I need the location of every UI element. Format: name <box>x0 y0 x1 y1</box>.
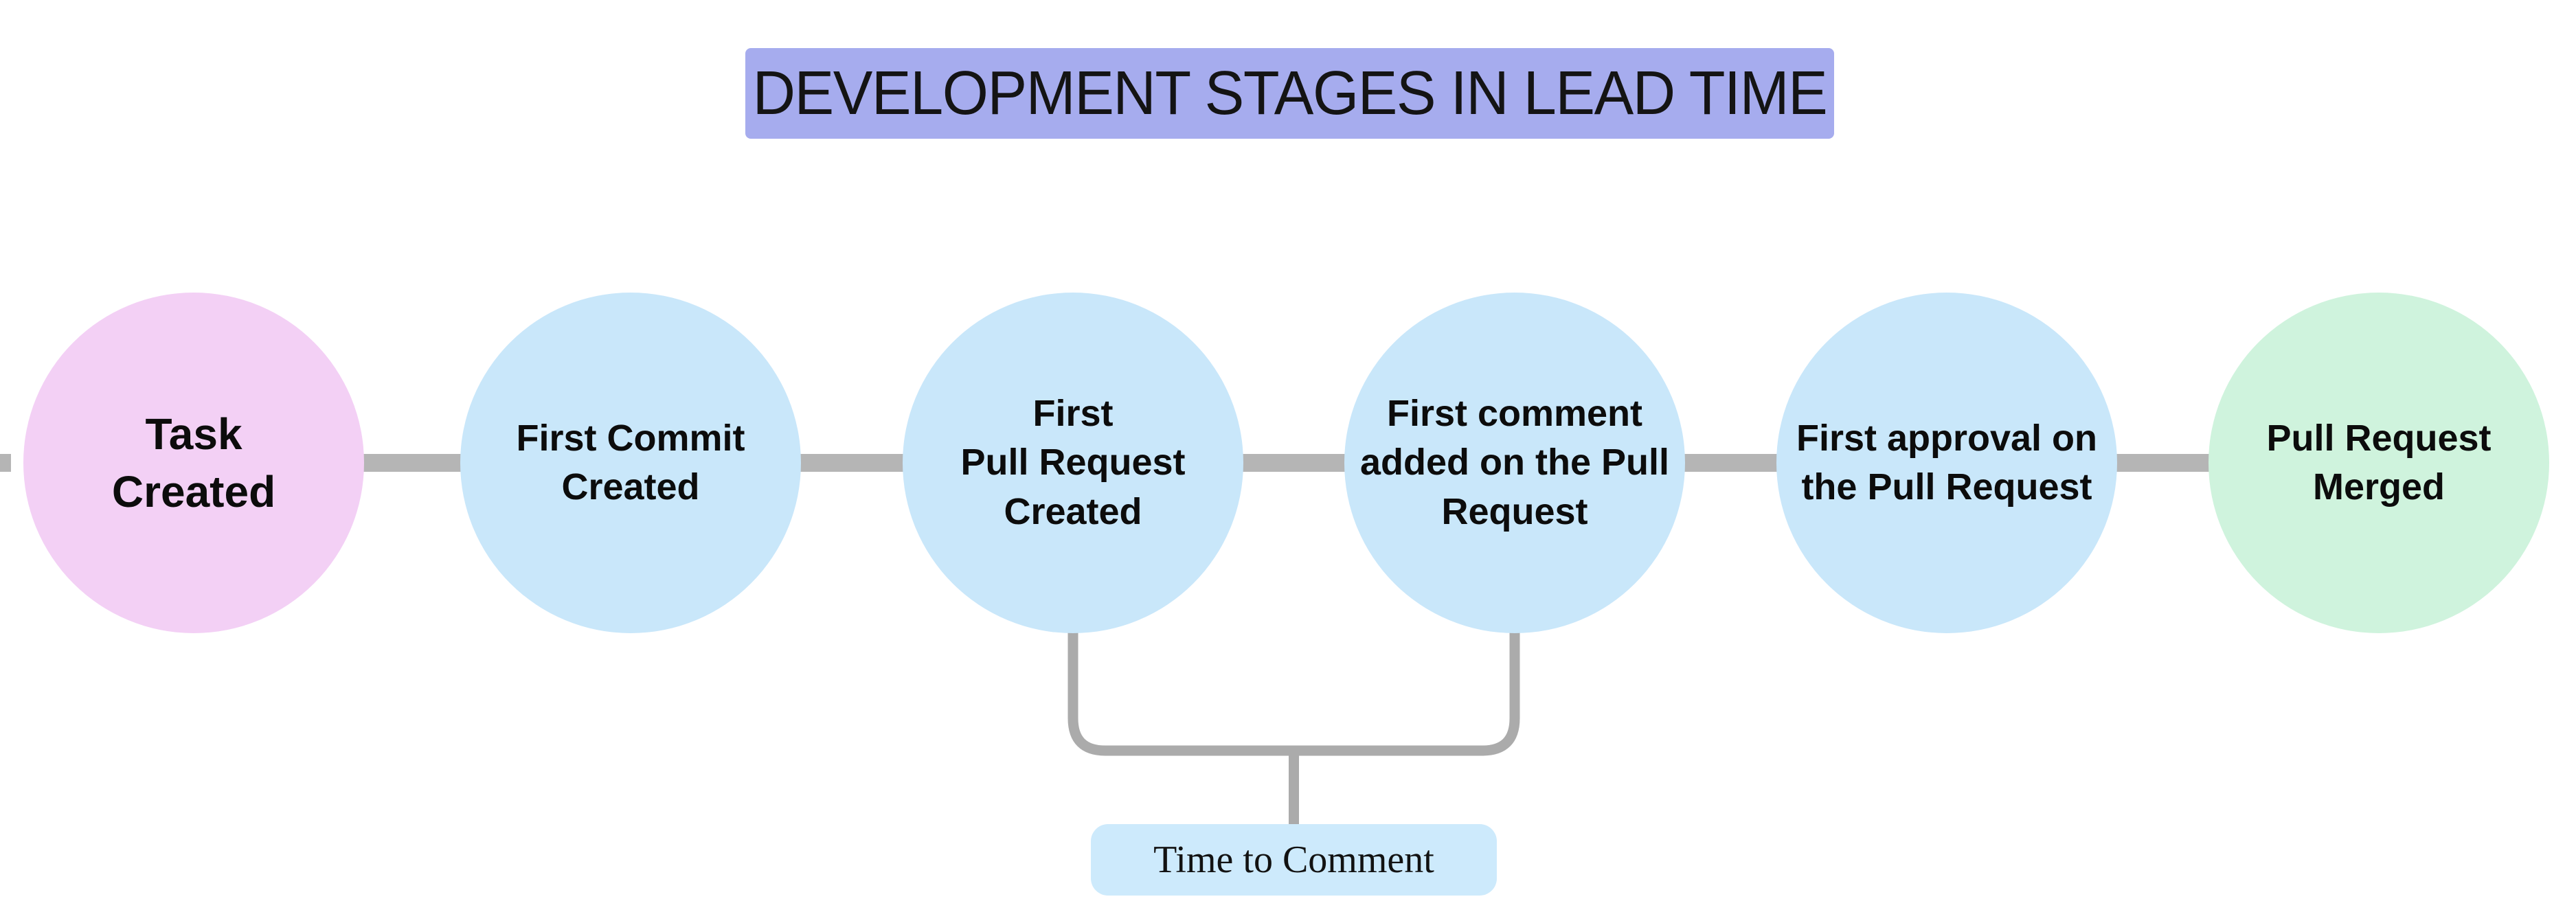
stage-circle-task-created: Task Created <box>23 293 364 633</box>
time-to-comment-label: Time to Comment <box>1153 839 1434 881</box>
stage-label: First comment added on the Pull Request <box>1359 393 1669 532</box>
stage-circle-pull-request-merged: Pull Request Merged <box>2208 293 2549 633</box>
stage-circle-first-pull-request-created: First Pull Request Created <box>903 293 1243 633</box>
time-to-comment-label-box: Time to Comment <box>1091 824 1497 896</box>
diagram-title: DEVELOPMENT STAGES IN LEAD TIME <box>752 58 1828 128</box>
diagram-title-banner: DEVELOPMENT STAGES IN LEAD TIME <box>745 48 1834 139</box>
stage-label: Pull Request Merged <box>2266 417 2492 508</box>
stage-label: First approval on the Pull Request <box>1796 417 2098 508</box>
stage-label: First Commit Created <box>516 417 745 508</box>
stage-label: Task Created <box>111 409 276 516</box>
stage-circle-first-approval: First approval on the Pull Request <box>1776 293 2117 633</box>
connector-line-left-stub <box>0 454 11 472</box>
stage-circle-first-commit-created: First Commit Created <box>460 293 801 633</box>
stage-circle-first-comment-added: First comment added on the Pull Request <box>1344 293 1685 633</box>
stage-label: First Pull Request Created <box>960 393 1186 532</box>
